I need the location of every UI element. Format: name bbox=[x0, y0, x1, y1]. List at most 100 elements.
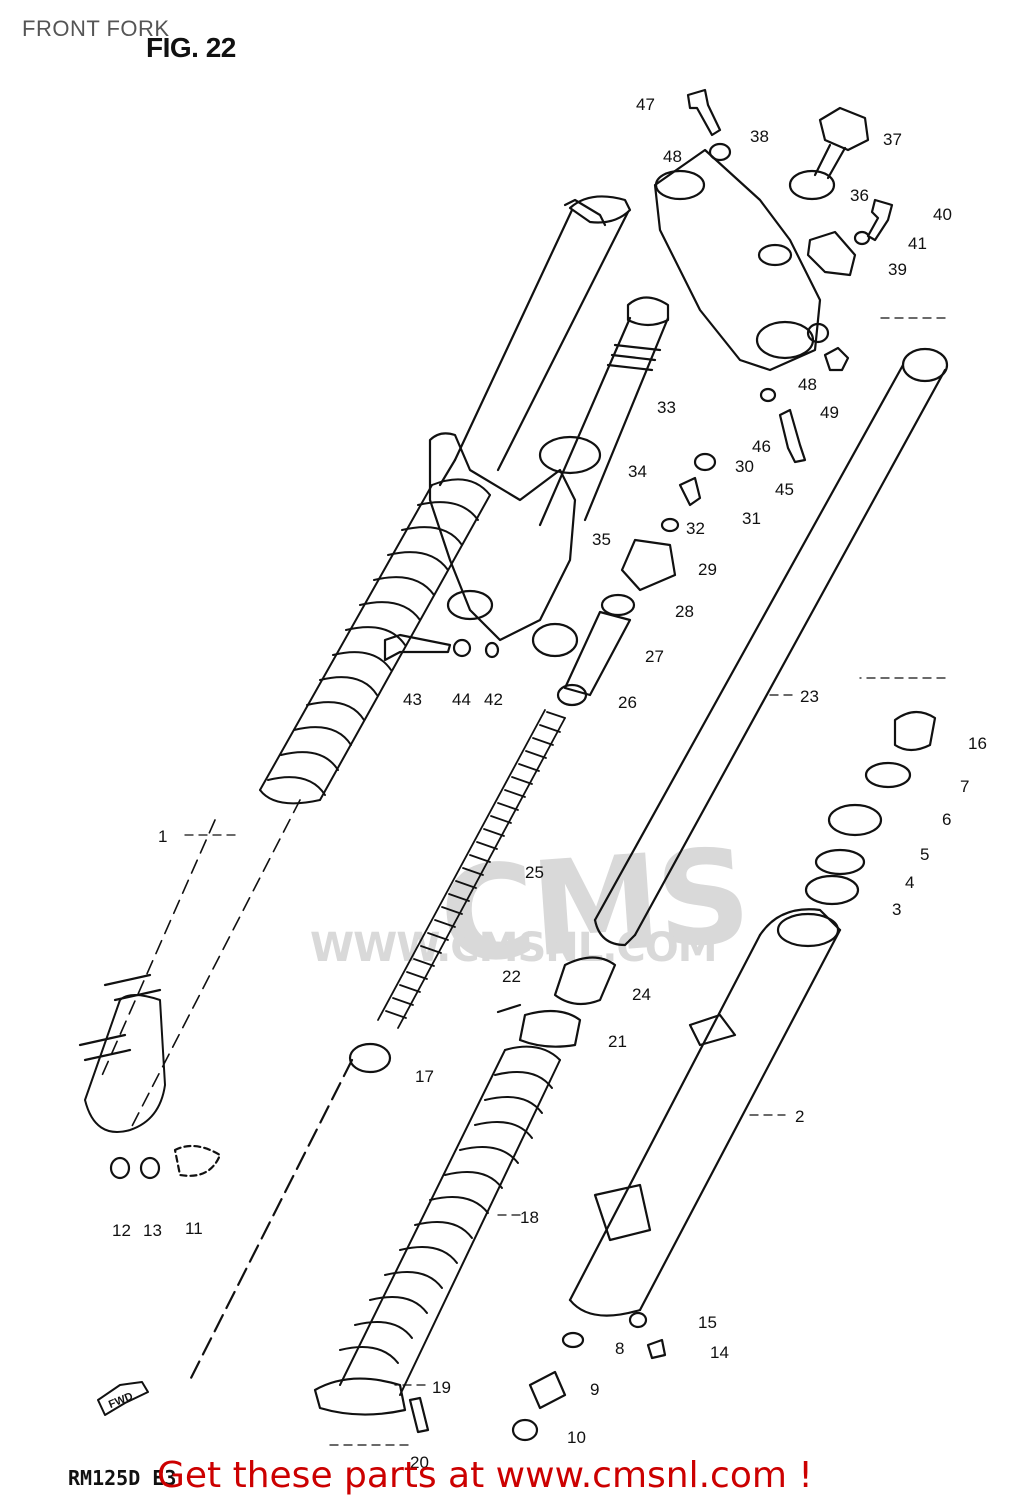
lower-triple-clamp bbox=[428, 432, 579, 658]
steering-stem bbox=[538, 296, 670, 527]
leader-lines bbox=[184, 317, 946, 1446]
washer-44 bbox=[452, 638, 472, 658]
label-35: 35 bbox=[592, 530, 611, 549]
label-24: 24 bbox=[632, 985, 651, 1004]
label-16: 16 bbox=[968, 734, 987, 753]
ring-28 bbox=[600, 593, 636, 617]
label-37: 37 bbox=[883, 130, 902, 149]
cap-30 bbox=[693, 452, 717, 472]
fwd-label: FWD bbox=[107, 1390, 135, 1411]
label-26: 26 bbox=[618, 693, 637, 712]
left-fork-lower-leg bbox=[99, 799, 301, 1131]
screw-20 bbox=[408, 1396, 430, 1434]
figure-label: FIG. 22 bbox=[146, 32, 236, 63]
label-3: 3 bbox=[892, 900, 901, 919]
washer-26 bbox=[556, 683, 588, 707]
label-45: 45 bbox=[775, 480, 794, 499]
label-13: 13 bbox=[143, 1221, 162, 1240]
axle-clamp-studs bbox=[78, 973, 162, 1062]
label-34: 34 bbox=[628, 462, 647, 481]
label-19: 19 bbox=[432, 1378, 451, 1397]
damper-rod-17 bbox=[188, 1042, 392, 1382]
label-10: 10 bbox=[567, 1428, 586, 1447]
sleeve-24 bbox=[553, 956, 617, 1006]
label-27: 27 bbox=[645, 647, 664, 666]
label-5: 5 bbox=[920, 845, 929, 864]
washer-46 bbox=[759, 387, 777, 403]
model-code: RM125D E3 bbox=[68, 1466, 177, 1490]
nut-41 bbox=[853, 230, 871, 246]
label-12: 12 bbox=[112, 1221, 131, 1240]
label-23: 23 bbox=[800, 687, 819, 706]
seals-stack bbox=[776, 710, 937, 948]
label-20: 20 bbox=[410, 1453, 429, 1472]
label-29: 29 bbox=[698, 560, 717, 579]
clamp-19 bbox=[313, 1377, 407, 1416]
label-22: 22 bbox=[502, 967, 521, 986]
watermark-url: WWW.CMSNL.COM bbox=[310, 925, 718, 971]
label-48a: 48 bbox=[663, 147, 682, 166]
bolt-47 bbox=[686, 88, 722, 137]
spacer-27 bbox=[563, 610, 632, 697]
valve-31 bbox=[678, 476, 702, 507]
washer-8 bbox=[561, 1331, 585, 1349]
o-ring-32 bbox=[660, 517, 680, 533]
label-30: 30 bbox=[735, 457, 754, 476]
washer-36 bbox=[788, 169, 836, 201]
label-6: 6 bbox=[942, 810, 951, 829]
label-17: 17 bbox=[415, 1067, 434, 1086]
label-31: 31 bbox=[742, 509, 761, 528]
washer-48-top bbox=[708, 142, 732, 162]
cap-11 bbox=[173, 1144, 222, 1177]
label-28: 28 bbox=[675, 602, 694, 621]
bolt-40 bbox=[866, 198, 894, 242]
washer-10 bbox=[511, 1418, 539, 1442]
label-14: 14 bbox=[710, 1343, 729, 1362]
label-40: 40 bbox=[933, 205, 952, 224]
label-11: 11 bbox=[185, 1219, 203, 1238]
page-title: FRONT FORK bbox=[22, 16, 170, 41]
left-fork-outer-tube bbox=[438, 195, 632, 487]
top-triple-clamp bbox=[653, 148, 822, 372]
nut-49 bbox=[823, 346, 850, 372]
right-fork-tube bbox=[593, 347, 949, 947]
label-49: 49 bbox=[820, 403, 839, 422]
label-42: 42 bbox=[484, 690, 503, 709]
label-9: 9 bbox=[590, 1380, 599, 1399]
clamp-39 bbox=[806, 230, 857, 277]
washer-48-right bbox=[806, 322, 830, 344]
stem-nut-37 bbox=[813, 106, 870, 180]
label-32: 32 bbox=[686, 519, 705, 538]
label-15: 15 bbox=[698, 1313, 717, 1332]
label-41: 41 bbox=[908, 234, 927, 253]
label-18: 18 bbox=[520, 1208, 539, 1227]
label-21: 21 bbox=[608, 1032, 627, 1051]
label-33: 33 bbox=[657, 398, 676, 417]
band-21 bbox=[518, 1009, 582, 1048]
fork-spring bbox=[377, 709, 566, 1029]
label-39: 39 bbox=[888, 260, 907, 279]
nut-42 bbox=[484, 641, 500, 659]
screw-22 bbox=[496, 1003, 522, 1014]
label-38: 38 bbox=[750, 127, 769, 146]
label-36: 36 bbox=[850, 186, 869, 205]
washer-15 bbox=[628, 1311, 648, 1329]
label-44: 44 bbox=[452, 690, 471, 709]
left-fork-boot bbox=[259, 478, 491, 805]
fwd-arrow-shape bbox=[97, 1381, 149, 1416]
bolt-45 bbox=[778, 408, 807, 464]
label-47: 47 bbox=[636, 95, 655, 114]
left-axle-boss bbox=[84, 994, 166, 1133]
promo-link[interactable]: Get these parts at www.cmsnl.com ! bbox=[157, 1455, 813, 1496]
label-25: 25 bbox=[525, 863, 544, 882]
label-2: 2 bbox=[795, 1107, 804, 1126]
label-4: 4 bbox=[905, 873, 914, 892]
label-1: 1 bbox=[158, 827, 167, 846]
drain-bolt-9 bbox=[528, 1370, 567, 1410]
label-46: 46 bbox=[752, 437, 771, 456]
label-7: 7 bbox=[960, 777, 969, 796]
screw-14 bbox=[646, 1338, 667, 1360]
nut-13 bbox=[139, 1156, 161, 1180]
